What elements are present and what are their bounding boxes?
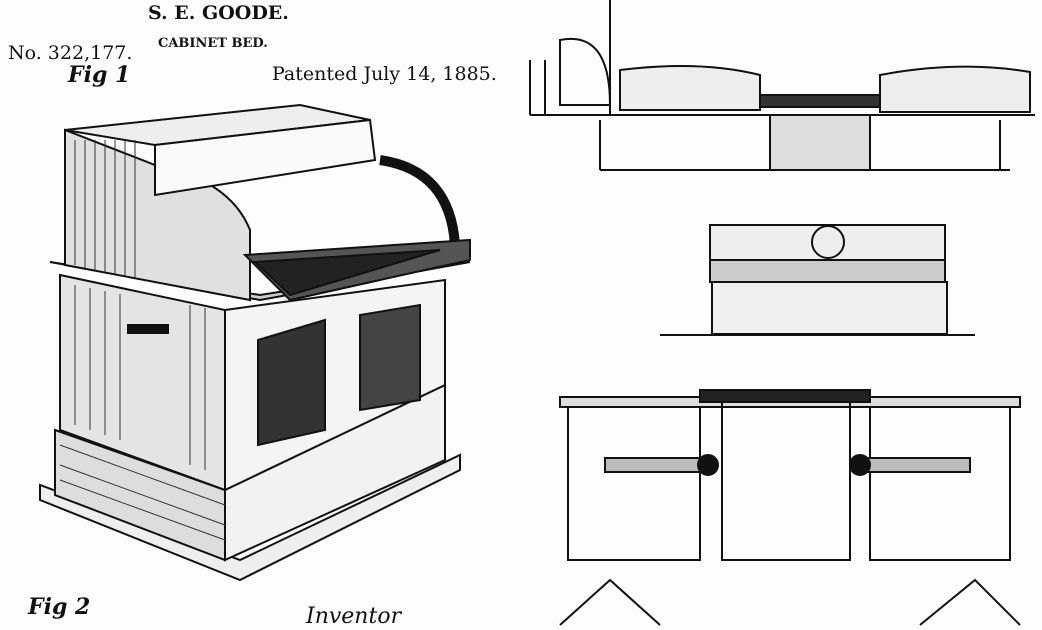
patent-number: No. 322,177. — [8, 42, 133, 64]
bed-detail-drawing — [559, 389, 1021, 626]
patent-title: CABINET BED. — [158, 36, 268, 51]
inventor-signature-label: Inventor — [306, 604, 402, 629]
patent-date: Patented July 14, 1885. — [272, 63, 497, 85]
figure-2-label: Fig 2 — [28, 594, 91, 620]
bed-section-drawing — [529, 0, 1035, 171]
inventor-name: S. E. GOODE. — [148, 2, 289, 24]
bed-end-view-drawing — [660, 224, 975, 336]
cabinet-bed-drawing — [39, 103, 471, 582]
figure-1-label: Fig 1 — [68, 62, 131, 88]
